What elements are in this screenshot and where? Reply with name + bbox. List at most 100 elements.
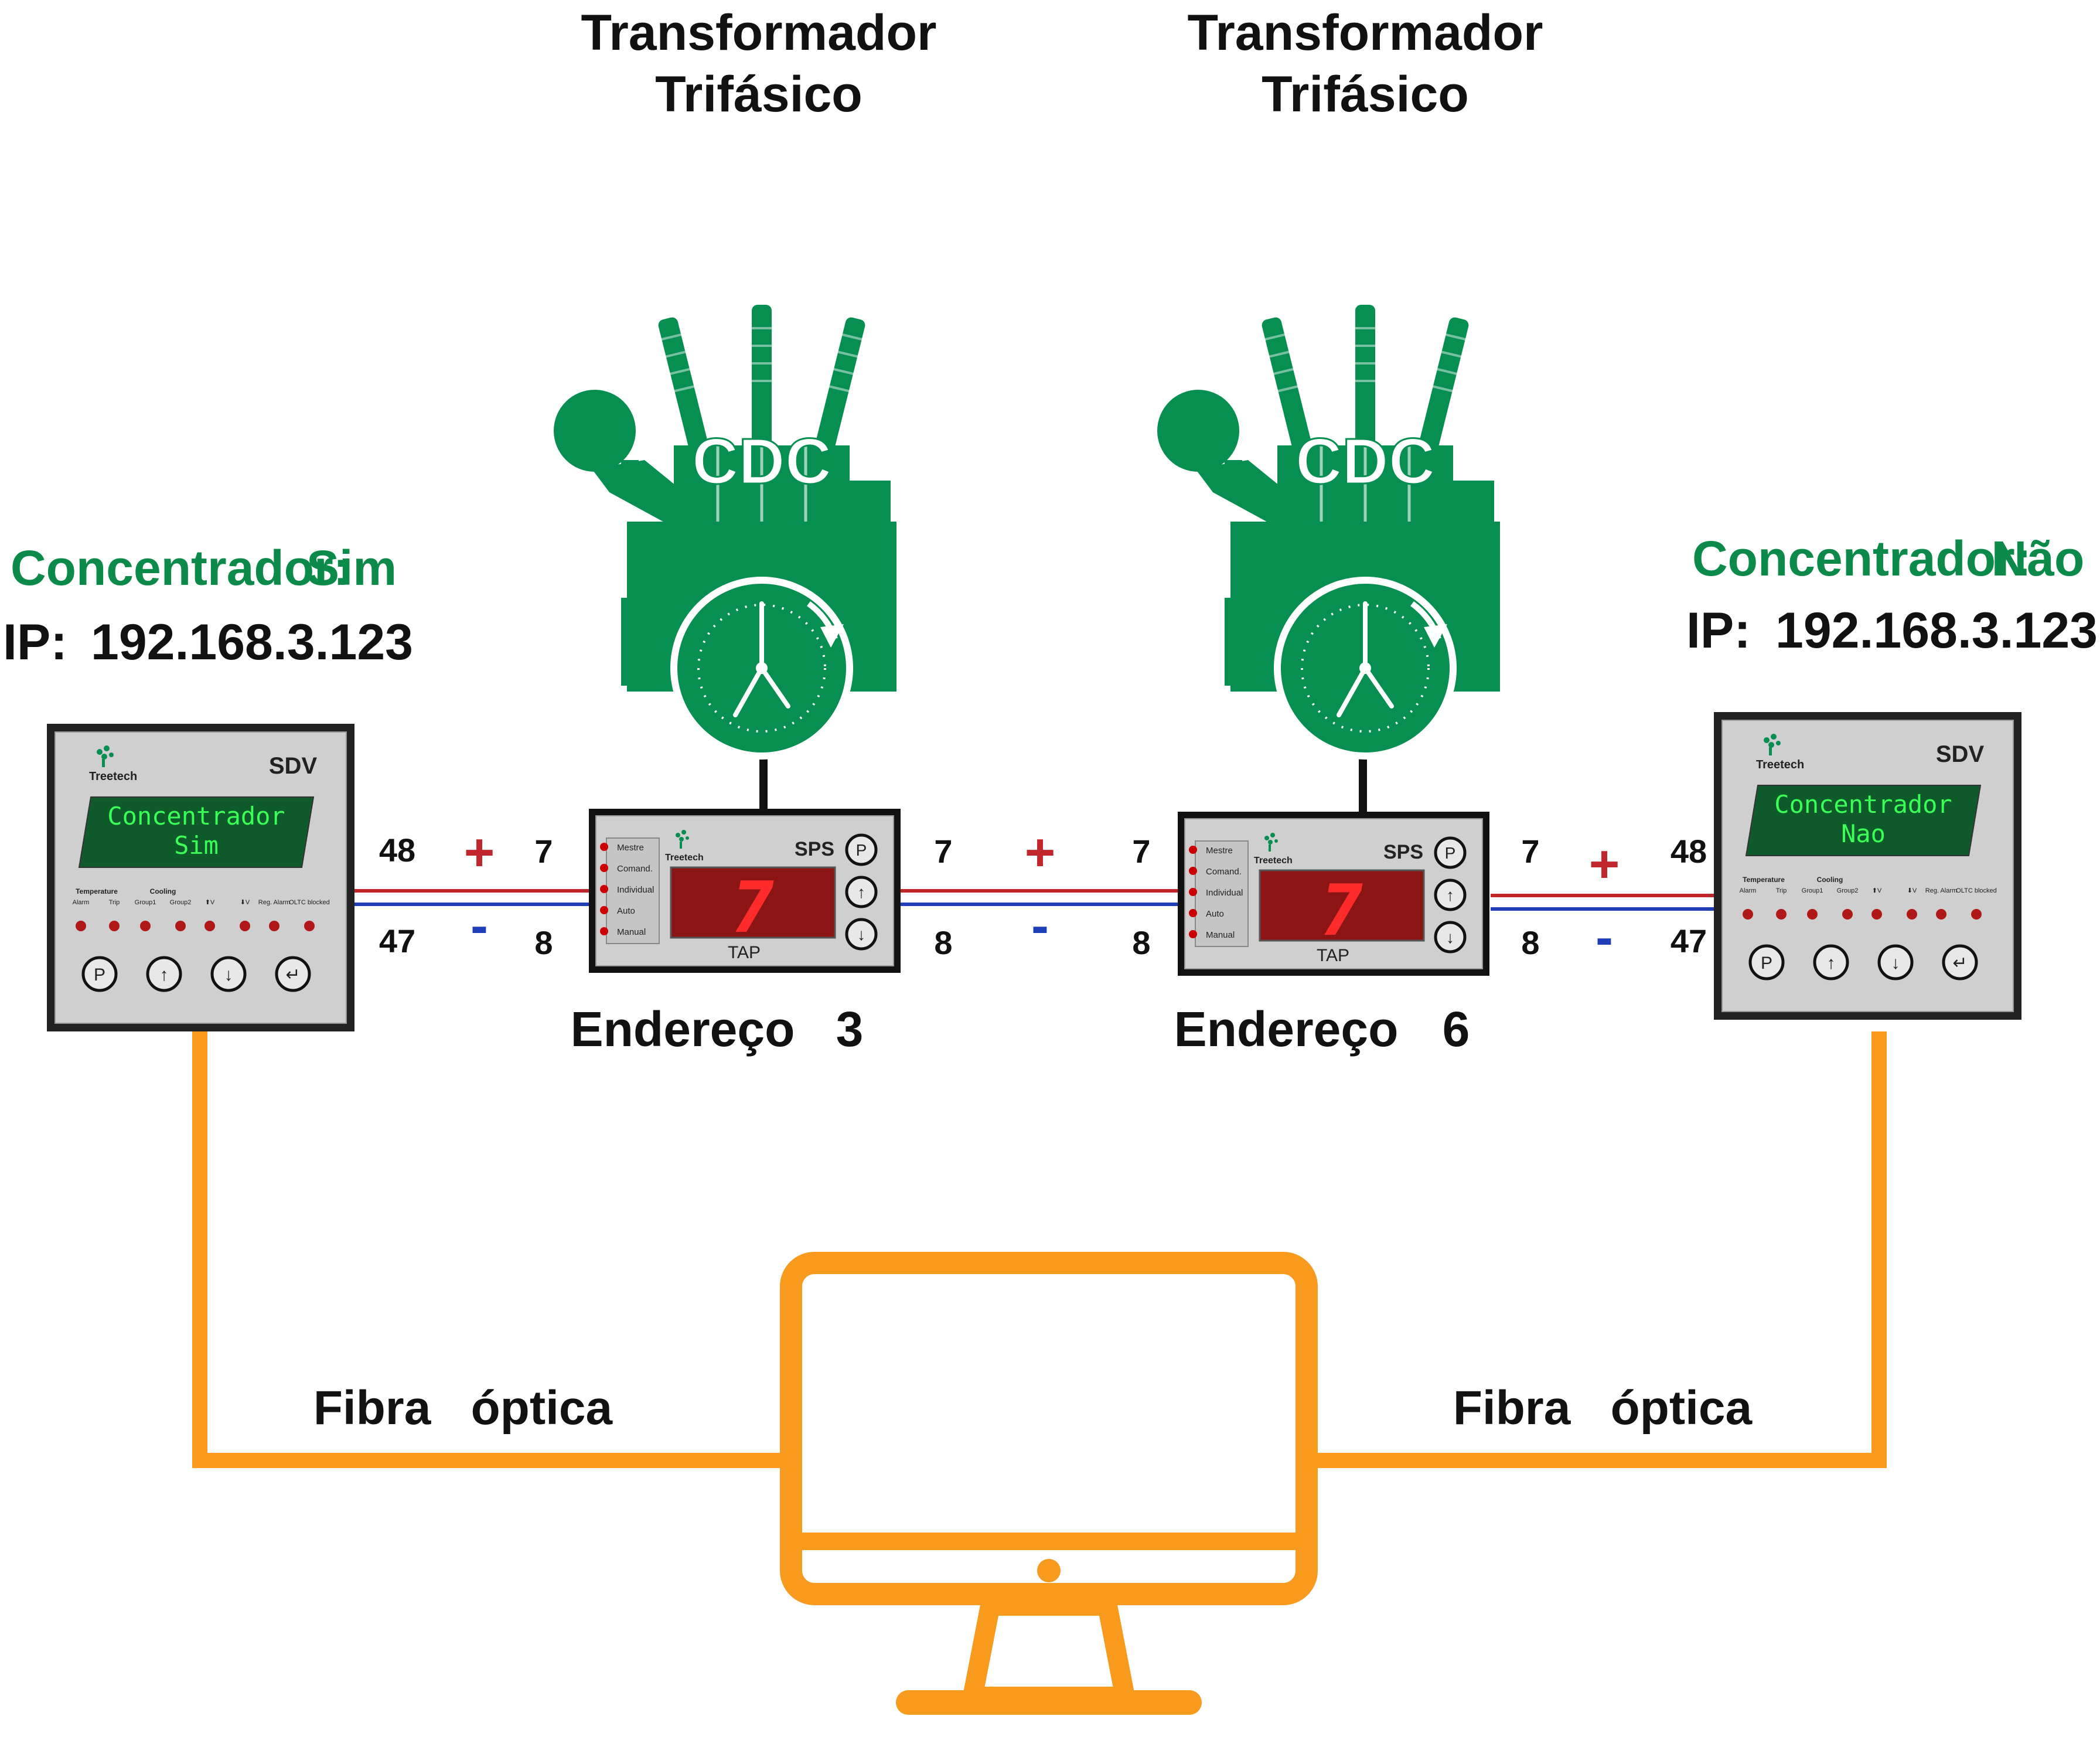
concentrator-label: Concentrador:	[11, 540, 350, 595]
led-label: Trip	[1776, 887, 1787, 894]
sdv-unit-right: Treetech SDV Concentrador Nao Temperatur…	[1714, 712, 2021, 1020]
group-label-temperature: Temperature	[76, 887, 118, 895]
sdv-lcd	[78, 796, 315, 868]
terminal-8-sps2-left: 8	[1132, 924, 1150, 961]
wires-middle	[901, 889, 1181, 906]
led-label: Group1	[135, 899, 156, 906]
terminal-7-sps1-left: 7	[534, 833, 553, 870]
tap-caption: TAP	[1317, 946, 1349, 965]
terminal-7-sps2-left: 7	[1132, 833, 1150, 870]
svg-text:↓: ↓	[1891, 954, 1900, 973]
concentrator-value: Não	[1992, 531, 2085, 586]
sps-down-button[interactable]: ↓	[845, 918, 878, 951]
tap-value: 7	[1321, 870, 1363, 952]
sps-p-button[interactable]: P	[845, 833, 878, 866]
group-label-cooling: Cooling	[1817, 876, 1843, 884]
led-label: OLTC blocked	[289, 899, 330, 906]
led-label: Group1	[1802, 887, 1823, 894]
led-label: Group2	[170, 899, 192, 906]
indicator-label: Comand.	[617, 864, 653, 874]
plus-sign: +	[464, 823, 495, 882]
led-label: ⬇V	[240, 899, 250, 906]
sps-p-button[interactable]: P	[1434, 836, 1467, 869]
minus-sign: -	[1596, 908, 1613, 967]
sps-indicators: Mestre Comand. Individual Auto Manual	[1189, 846, 1243, 940]
indicator-label: Individual	[617, 885, 654, 895]
sdv-up-button[interactable]: ↑	[146, 956, 182, 992]
sdv-enter-button[interactable]: ↵	[1942, 944, 1978, 980]
svg-text:↑: ↑	[1446, 886, 1454, 904]
sps-down-button[interactable]: ↓	[1434, 921, 1467, 954]
fiber-label-right: Fibra óptica	[1453, 1381, 1753, 1435]
indicator-label: Manual	[617, 927, 646, 937]
indicator-label: Manual	[1206, 930, 1235, 940]
svg-text:↓: ↓	[1446, 928, 1454, 946]
transformer-2-title-line2: Trifásico	[1262, 66, 1469, 122]
lcd-line-1: Concentrador	[107, 802, 285, 830]
svg-text:↑: ↑	[160, 965, 169, 985]
sps-indicator-panel	[606, 837, 660, 944]
svg-text:↵: ↵	[285, 965, 300, 985]
concentrator-label: Concentrador:	[1692, 531, 2031, 586]
indicator-label: Auto	[617, 906, 635, 916]
sps-up-button[interactable]: ↑	[1434, 878, 1467, 911]
sdv-p-button[interactable]: P	[1748, 944, 1785, 980]
svg-text:↵: ↵	[1952, 954, 1967, 973]
led-label: Reg. Alarm	[1925, 887, 1957, 894]
transformer-1-title-line2: Trifásico	[655, 66, 862, 122]
lcd-line-1: Concentrador	[1774, 790, 1952, 819]
led-label: ⬆V	[205, 899, 215, 906]
sdv-enter-button[interactable]: ↵	[275, 956, 311, 992]
cdc-badge: CDC	[1296, 425, 1435, 498]
sdv-down-button[interactable]: ↓	[210, 956, 247, 992]
minus-sign: -	[471, 897, 488, 955]
sdv-leds	[1743, 909, 1982, 920]
plus-sign: +	[1025, 823, 1056, 882]
transformer-2-title-line1: Transformador	[1188, 5, 1543, 61]
ip-label: IP:	[3, 614, 67, 670]
led-label: ⬇V	[1907, 887, 1917, 894]
fiber-label-left: Fibra óptica	[313, 1381, 613, 1435]
svg-text:↓: ↓	[224, 965, 233, 985]
terminal-47-left: 47	[379, 922, 415, 959]
transformer-icon	[554, 305, 896, 756]
fiber-link-left	[192, 1031, 785, 1468]
sdv-down-button[interactable]: ↓	[1877, 944, 1914, 980]
sdv-up-button[interactable]: ↑	[1813, 944, 1849, 980]
sdv-brand: Treetech	[89, 770, 137, 783]
fiber-link-right	[1304, 1031, 1887, 1468]
minus-sign: -	[1031, 897, 1049, 955]
sps-brand: Treetech	[1254, 856, 1293, 866]
svg-text:P: P	[94, 965, 105, 985]
sdv-lcd	[1745, 785, 1982, 856]
sdv-leds	[76, 921, 315, 931]
address-value-1: 3	[836, 1002, 864, 1057]
concentrator-status-left: Concentrador: Sim IP: 192.168.3.123	[3, 540, 413, 670]
led-label: OLTC blocked	[1956, 887, 1997, 894]
transformer-icon	[1157, 305, 1500, 756]
ip-label: IP:	[1686, 602, 1751, 659]
terminal-47-right: 47	[1671, 922, 1707, 959]
sdv-model: SDV	[269, 753, 318, 779]
wires-right	[1491, 894, 1723, 911]
led-label: Trip	[109, 899, 120, 906]
sps-brand: Treetech	[665, 853, 704, 863]
sdv-brand: Treetech	[1756, 758, 1804, 771]
terminal-7-sps1-right: 7	[934, 833, 952, 870]
sps-up-button[interactable]: ↑	[845, 876, 878, 908]
led-label: Alarm	[1740, 887, 1757, 894]
lcd-line-2: Nao	[1841, 819, 1886, 848]
sdv-p-button[interactable]: P	[81, 956, 118, 992]
sps-indicators: Mestre Comand. Individual Auto Manual	[600, 843, 654, 937]
svg-text:↑: ↑	[1827, 954, 1836, 973]
transformer-1: Transformador Trifásico CDC	[554, 5, 936, 756]
concentrator-value: Sim	[306, 540, 397, 595]
terminal-7-sps2-right: 7	[1521, 833, 1539, 870]
terminal-48-left: 48	[379, 832, 415, 869]
terminal-8-sps2-right: 8	[1521, 924, 1539, 961]
group-label-temperature: Temperature	[1743, 876, 1785, 884]
lcd-line-2: Sim	[174, 831, 219, 860]
sps-unit-1: Mestre Comand. Individual Auto Manual Tr…	[589, 809, 901, 973]
treetech-logo-icon	[676, 830, 689, 849]
